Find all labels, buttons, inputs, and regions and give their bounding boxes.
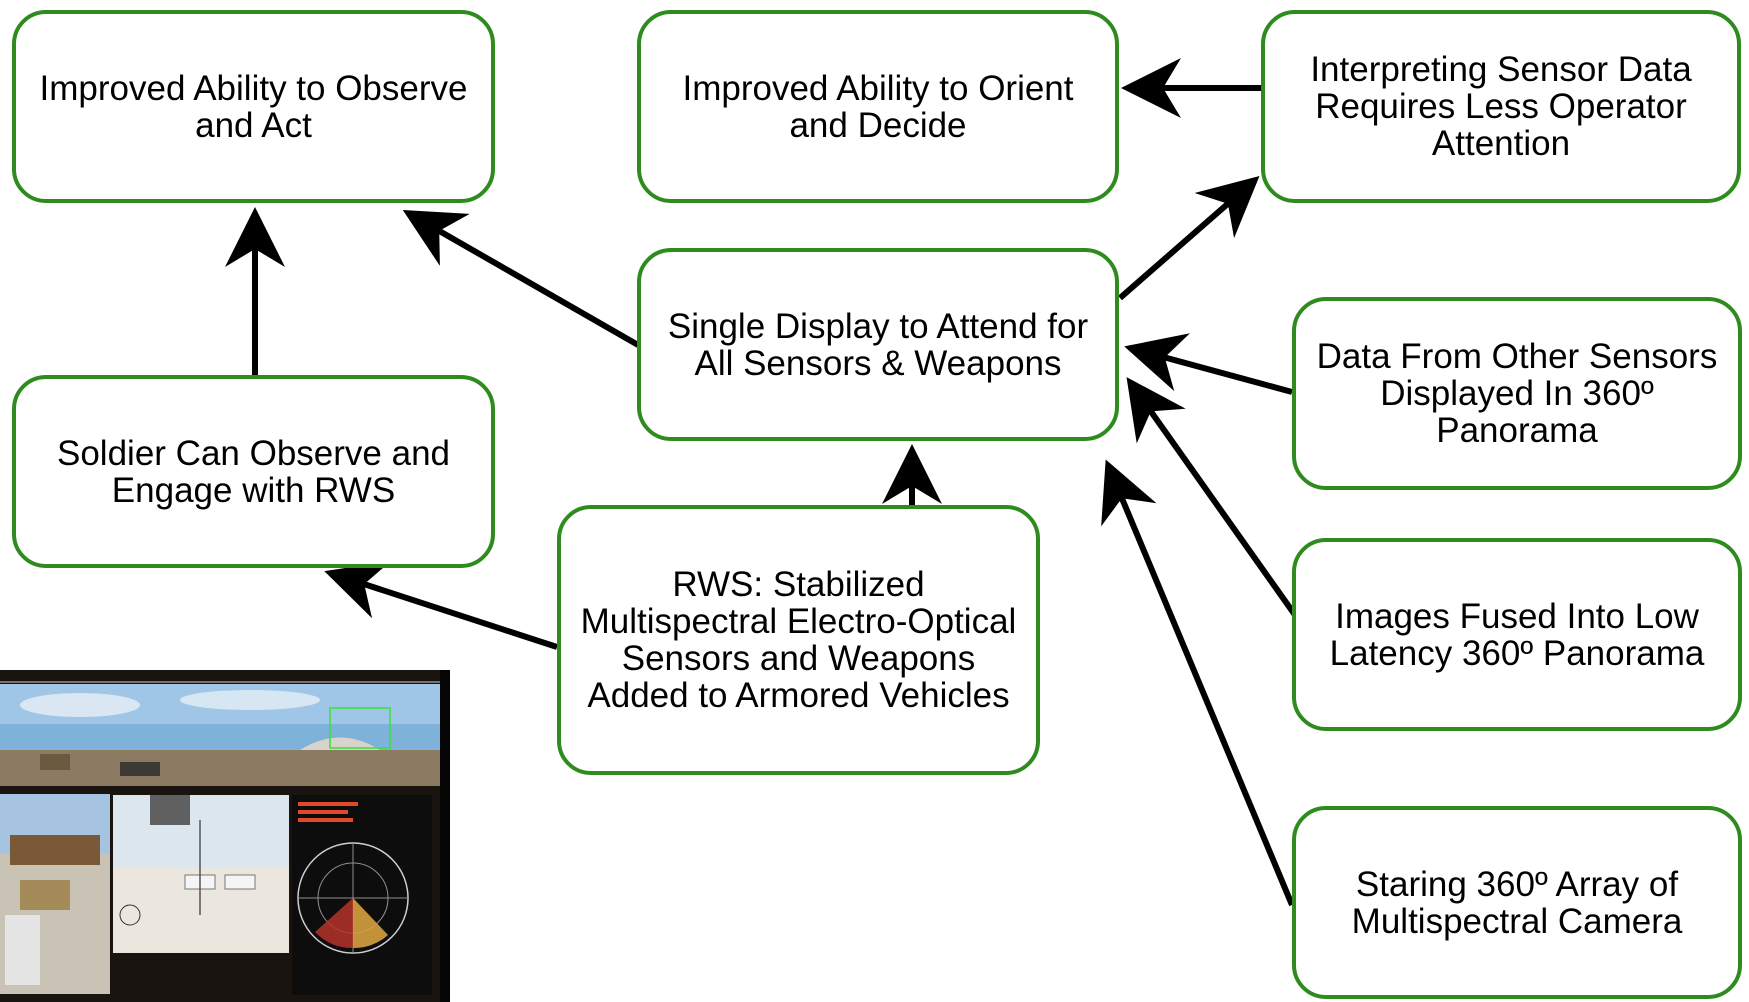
- node-single-display-label: Single Display to Attend for All Sensors…: [667, 306, 1089, 383]
- node-single-display: Single Display to Attend for All Sensors…: [637, 248, 1119, 441]
- node-staring-label: Staring 360º Array of Multispectral Came…: [1351, 864, 1683, 941]
- arrow-rws-to-soldier: [324, 561, 558, 650]
- arrow-images-fused-to-single-display: [1126, 377, 1298, 617]
- node-staring: Staring 360º Array of Multispectral Came…: [1292, 806, 1742, 999]
- node-images-fused-label: Images Fused Into Low Latency 360º Panor…: [1329, 596, 1705, 673]
- arrow-single-display-to-interpreting: [1118, 176, 1260, 301]
- node-data-other-label: Data From Other Sensors Displayed In 360…: [1316, 337, 1718, 450]
- node-interpreting-label: Interpreting Sensor Data Requires Less O…: [1310, 50, 1692, 163]
- node-rws-label: RWS: Stabilized Multispectral Electro-Op…: [580, 565, 1017, 715]
- node-soldier: Soldier Can Observe and Engage with RWS: [12, 375, 495, 568]
- arrow-data-other-to-single-display: [1124, 333, 1293, 395]
- display-screen-photo-image: [0, 670, 450, 1002]
- node-images-fused: Images Fused Into Low Latency 360º Panor…: [1292, 538, 1742, 731]
- display-screen-photo: [0, 670, 450, 1002]
- arrow-staring-to-single-display: [1101, 459, 1295, 907]
- node-orient-decide: Improved Ability to Orient and Decide: [637, 10, 1119, 203]
- node-interpreting: Interpreting Sensor Data Requires Less O…: [1261, 10, 1741, 203]
- arrow-single-display-to-observe: [402, 210, 640, 348]
- node-soldier-label: Soldier Can Observe and Engage with RWS: [57, 433, 450, 510]
- node-rws: RWS: Stabilized Multispectral Electro-Op…: [557, 505, 1040, 775]
- node-data-other: Data From Other Sensors Displayed In 360…: [1292, 297, 1742, 490]
- node-observe-act: Improved Ability to Observe and Act: [12, 10, 495, 203]
- node-orient-decide-label: Improved Ability to Orient and Decide: [682, 68, 1074, 145]
- node-observe-act-label: Improved Ability to Observe and Act: [39, 68, 468, 145]
